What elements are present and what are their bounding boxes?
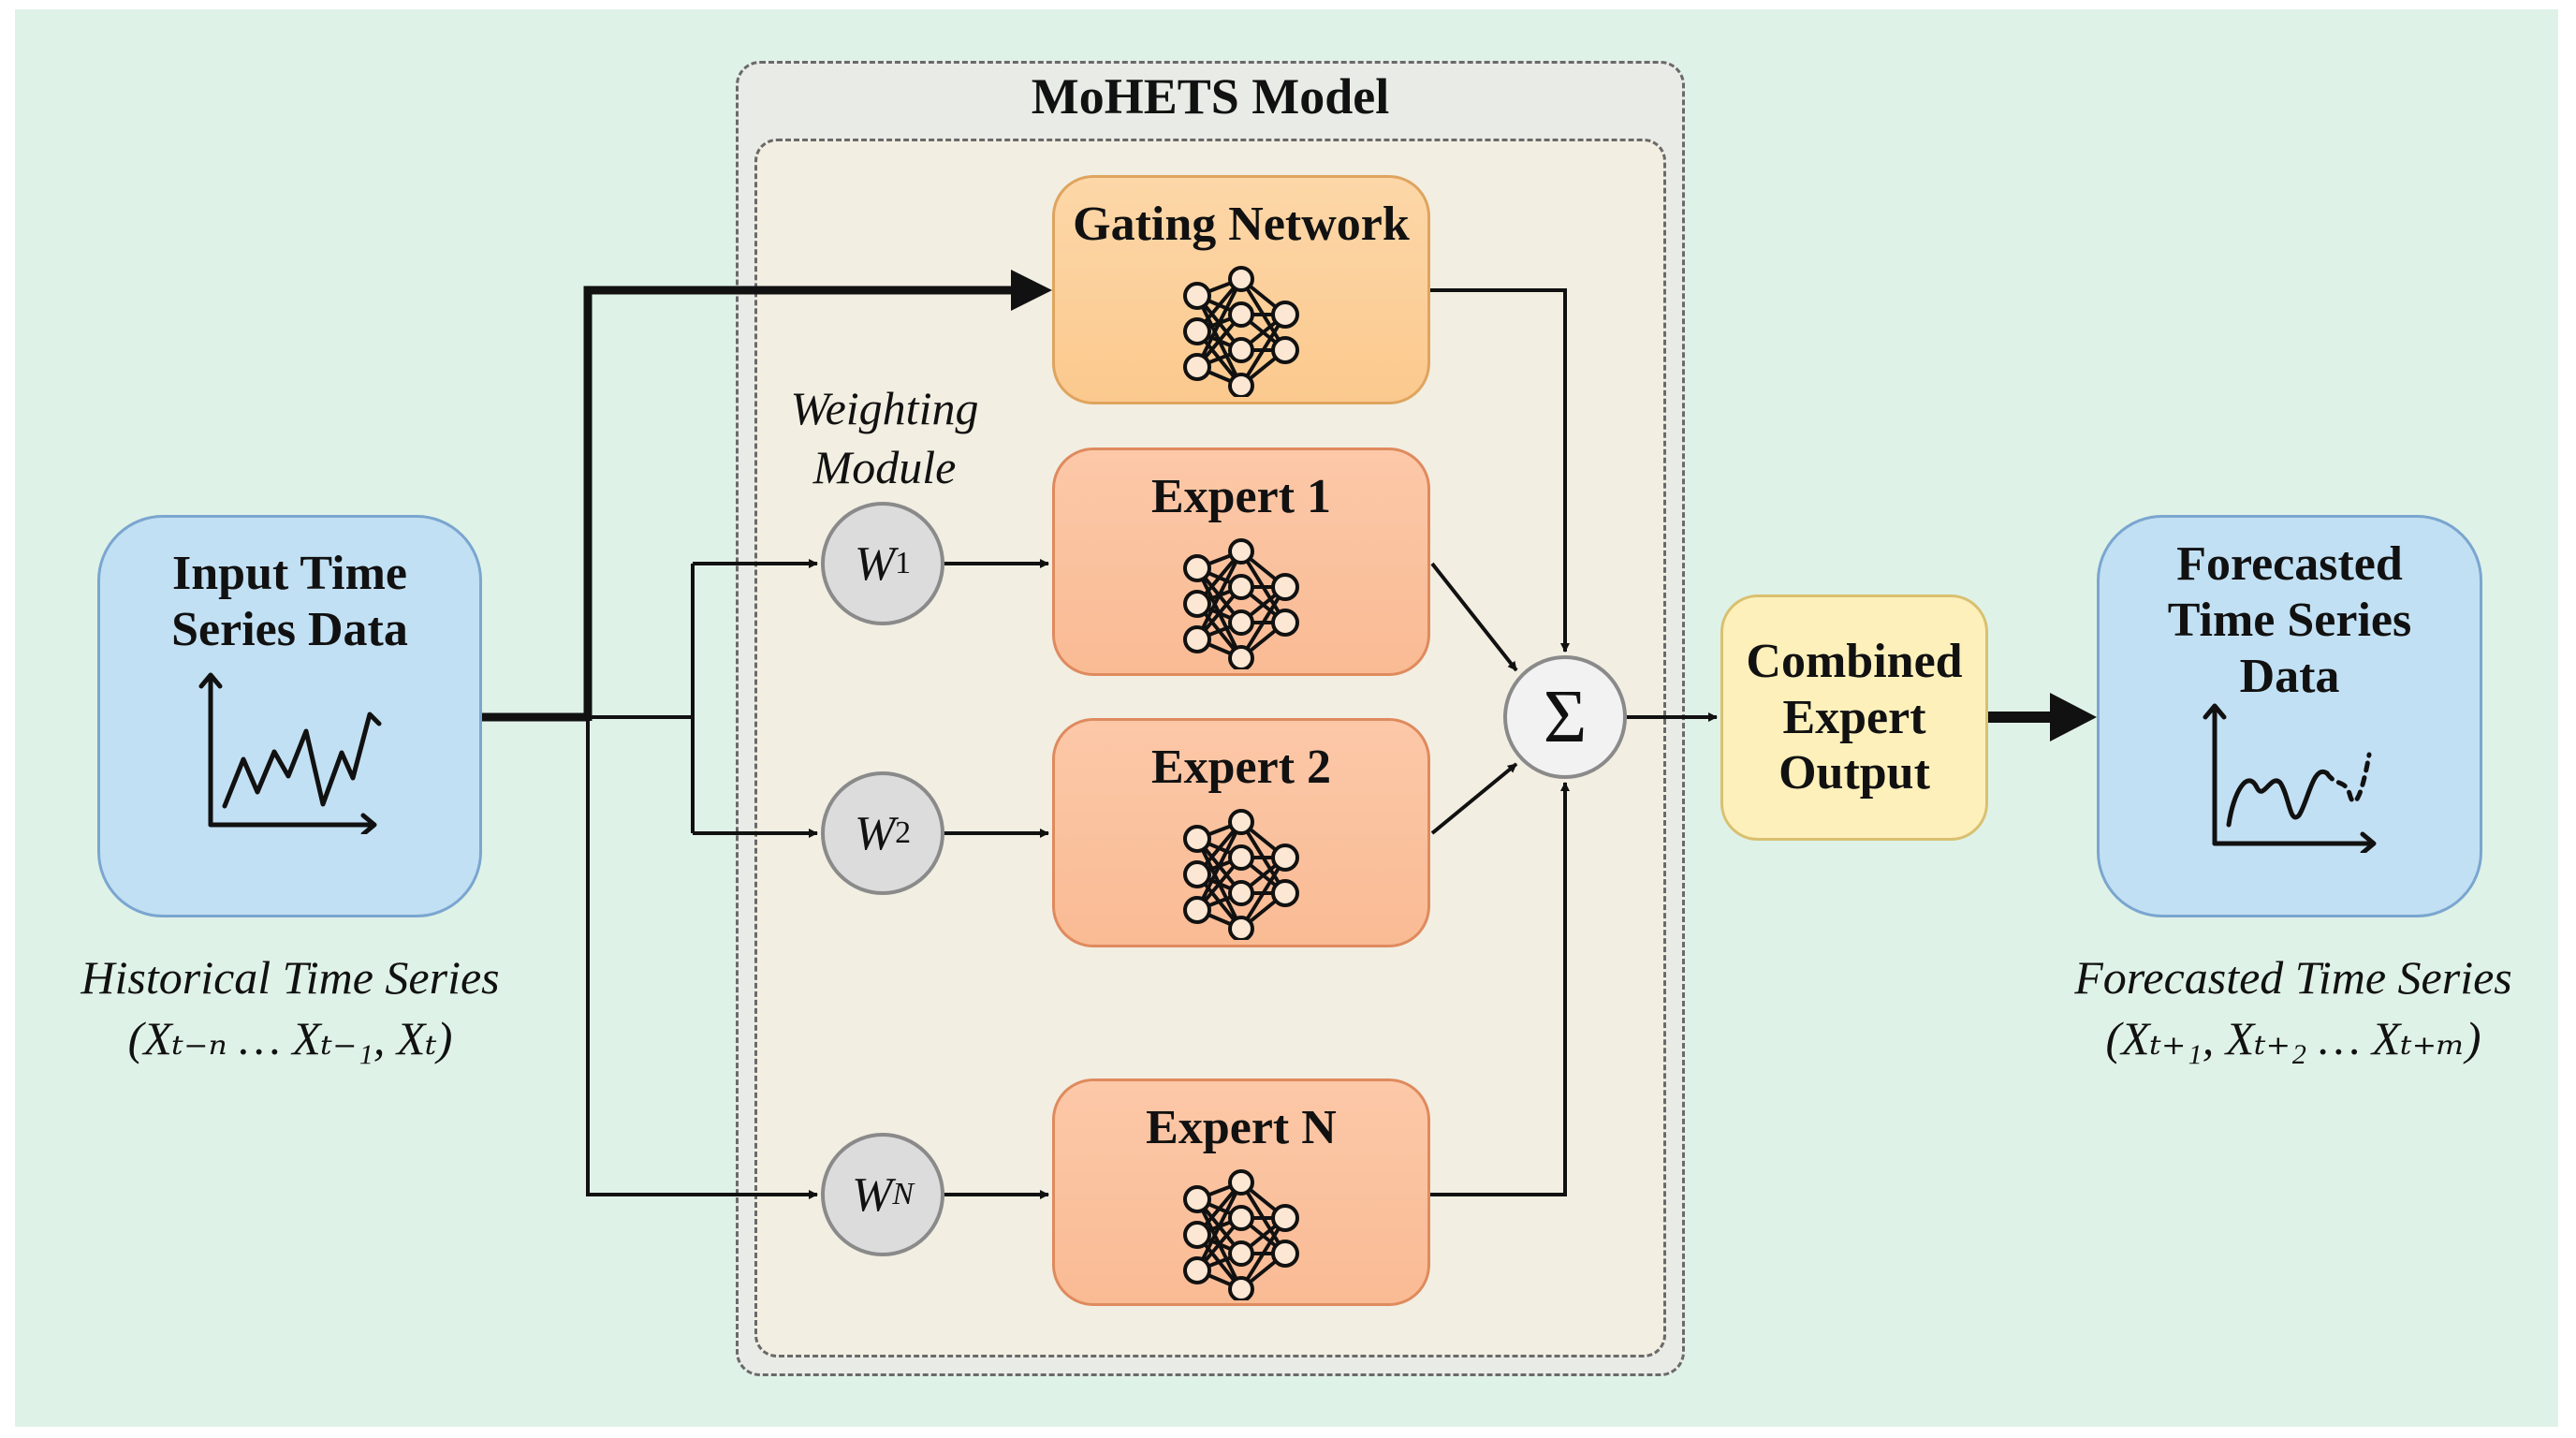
weight-n-base: W bbox=[851, 1167, 893, 1222]
weight-n-sub: N bbox=[892, 1177, 914, 1211]
input-caption-title: Historical Time Series bbox=[80, 951, 500, 1004]
expert-n-box: Expert N bbox=[1052, 1078, 1430, 1306]
expert-n-label: Expert N bbox=[1146, 1101, 1337, 1154]
combined-output-label: Combined Expert Output bbox=[1746, 634, 1963, 800]
output-caption-math: (Xₜ₊₁, Xₜ₊₂ … Xₜ₊ₘ) bbox=[2105, 1012, 2481, 1064]
expert-2-label: Expert 2 bbox=[1150, 741, 1332, 794]
input-caption: Historical Time Series (Xₜ₋ₙ … Xₜ₋₁, Xₜ) bbox=[37, 947, 543, 1069]
output-caption-title: Forecasted Time Series bbox=[2074, 951, 2512, 1004]
forecast-chart-icon bbox=[2203, 703, 2377, 854]
gating-network-label: Gating Network bbox=[1073, 198, 1410, 251]
expert-2-box: Expert 2 bbox=[1052, 718, 1430, 947]
gating-network-box: Gating Network bbox=[1052, 175, 1430, 404]
neural-network-icon bbox=[1171, 538, 1311, 669]
forecast-box-label: Forecasted Time Series Data bbox=[2167, 537, 2412, 703]
sum-node: Σ bbox=[1503, 655, 1627, 779]
weighting-module-label: Weighting Module bbox=[790, 382, 979, 493]
combined-expert-output-box: Combined Expert Output bbox=[1720, 594, 1988, 841]
input-box-label: Input Time Series Data bbox=[171, 547, 408, 656]
weight-1-base: W bbox=[854, 536, 896, 591]
neural-network-icon bbox=[1171, 1169, 1311, 1300]
model-title: MoHETS Model bbox=[1031, 68, 1390, 125]
weight-2-sub: 2 bbox=[895, 815, 912, 850]
forecasted-time-series-box: Forecasted Time Series Data bbox=[2097, 515, 2482, 917]
line-chart-icon bbox=[198, 672, 381, 834]
sigma-icon: Σ bbox=[1543, 675, 1588, 758]
neural-network-icon bbox=[1171, 266, 1311, 397]
expert-1-label: Expert 1 bbox=[1150, 470, 1332, 523]
input-time-series-box: Input Time Series Data bbox=[97, 515, 482, 917]
neural-network-icon bbox=[1171, 809, 1311, 940]
weight-1-sub: 1 bbox=[895, 546, 912, 580]
weight-2-base: W bbox=[854, 806, 896, 860]
expert-1-box: Expert 1 bbox=[1052, 448, 1430, 676]
input-caption-math: (Xₜ₋ₙ … Xₜ₋₁, Xₜ) bbox=[127, 1012, 453, 1064]
output-caption: Forecasted Time Series (Xₜ₊₁, Xₜ₊₂ … Xₜ₊… bbox=[2031, 947, 2555, 1069]
